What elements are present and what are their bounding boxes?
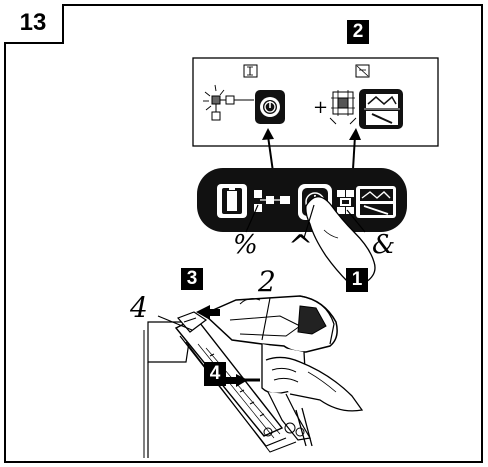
ampersand-mark: &: [372, 230, 396, 260]
mode-led-icon: [329, 90, 357, 125]
finger-icon: [305, 196, 376, 283]
step-label-slide: 4: [204, 362, 226, 386]
frame-left-border: [4, 42, 6, 463]
figure-number-box-bottom: [4, 42, 62, 44]
step-label-top: 2: [347, 20, 369, 44]
power-button-icon: [255, 90, 285, 124]
mode-header-icon: [355, 64, 370, 78]
caret-mark: ^: [288, 229, 314, 264]
figure-number-box-right: [62, 4, 64, 44]
indicator-header-icon: [243, 64, 258, 78]
battery-icon: [217, 184, 247, 218]
step-label-press: 1: [346, 268, 368, 292]
handwritten-two: 2: [258, 265, 276, 298]
push-arrow-icon: [196, 305, 220, 320]
slide-arrow-icon: [224, 374, 260, 387]
pointer-lines: [245, 204, 366, 239]
control-bar: [197, 168, 407, 232]
plus-sign: +: [313, 97, 328, 118]
blinking-led-icon: [203, 84, 254, 121]
leader-lines: [157, 297, 271, 341]
step-label-push: 3: [181, 268, 203, 290]
frame-bottom-border: [4, 461, 483, 463]
percent-mark: %: [233, 230, 258, 260]
frame-top-border: [62, 4, 483, 6]
figure-number: 13: [19, 9, 47, 36]
handwritten-four: 4: [130, 291, 148, 324]
nail-gun-illustration: [143, 295, 364, 458]
frame-right-border: [481, 4, 483, 463]
nail-tool-icon: [359, 89, 403, 129]
mode-switch-icon: [337, 186, 396, 218]
detail-panel: +: [192, 57, 439, 147]
charge-led-icon: [254, 190, 290, 212]
